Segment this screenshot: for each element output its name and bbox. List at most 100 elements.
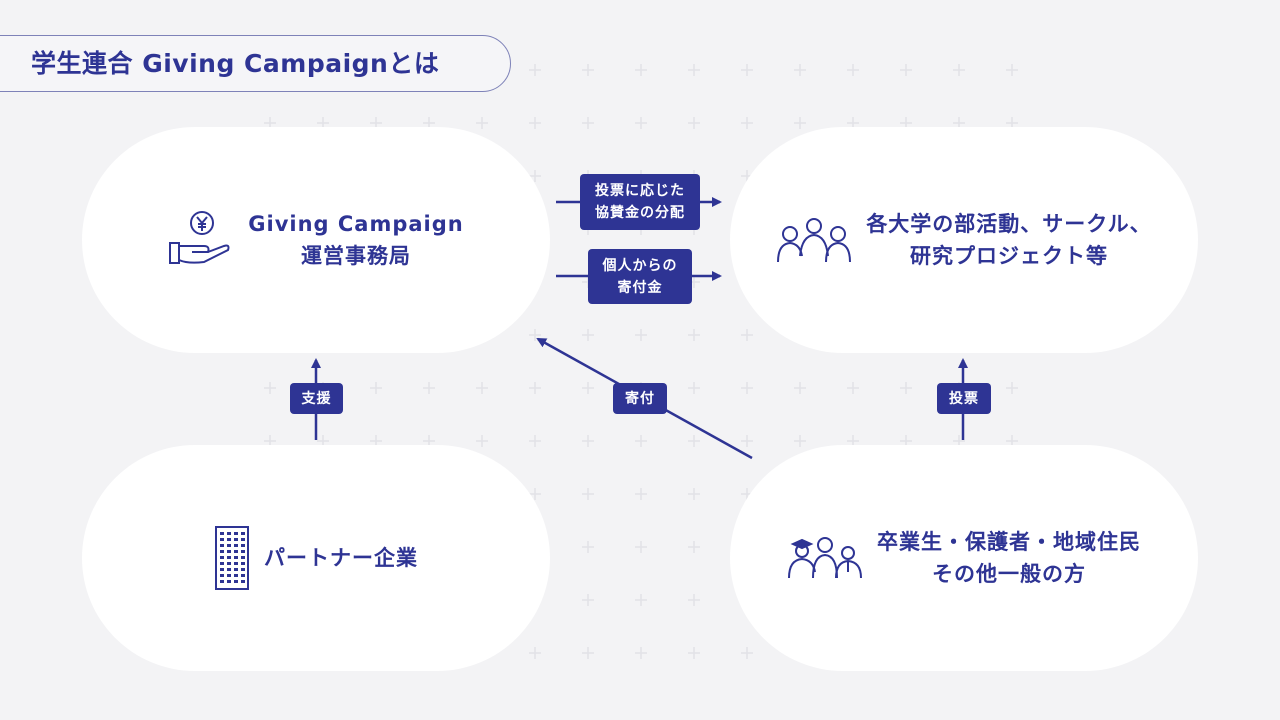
window-mark bbox=[234, 574, 238, 577]
cross-mark bbox=[688, 594, 700, 606]
cross-mark bbox=[635, 541, 647, 553]
cross-mark bbox=[476, 382, 488, 394]
cross-mark bbox=[741, 435, 753, 447]
cross-mark bbox=[1006, 382, 1018, 394]
cross-mark bbox=[423, 382, 435, 394]
cross-mark bbox=[794, 64, 806, 76]
window-mark bbox=[220, 574, 224, 577]
cross-mark bbox=[529, 382, 541, 394]
cross-mark bbox=[476, 435, 488, 447]
window-mark bbox=[220, 550, 224, 553]
label-donate: 寄付 bbox=[613, 383, 667, 414]
window-mark bbox=[227, 568, 231, 571]
cross-mark bbox=[582, 435, 594, 447]
cross-mark bbox=[529, 647, 541, 659]
window-mark bbox=[220, 544, 224, 547]
distribution-line1: 投票に応じた bbox=[595, 183, 685, 199]
clubs-line2: 研究プロジェクト等 bbox=[910, 244, 1108, 268]
public-line1: 卒業生・保護者・地域住民 bbox=[877, 530, 1141, 554]
window-mark bbox=[220, 538, 224, 541]
window-mark bbox=[227, 532, 231, 535]
window-mark bbox=[234, 544, 238, 547]
cross-mark bbox=[264, 382, 276, 394]
cross-mark bbox=[635, 488, 647, 500]
window-mark bbox=[241, 574, 245, 577]
cross-mark bbox=[635, 435, 647, 447]
donation-money-line2: 寄付金 bbox=[617, 279, 663, 296]
node-partners: パートナー企業 bbox=[82, 445, 550, 671]
window-mark bbox=[241, 568, 245, 571]
cross-mark bbox=[529, 64, 541, 76]
cross-mark bbox=[900, 382, 912, 394]
window-mark bbox=[220, 568, 224, 571]
window-mark bbox=[241, 550, 245, 553]
window-mark bbox=[227, 544, 231, 547]
cross-mark bbox=[529, 329, 541, 341]
label-vote: 投票 bbox=[937, 383, 991, 414]
cross-mark bbox=[635, 329, 647, 341]
window-mark bbox=[227, 538, 231, 541]
cross-mark bbox=[688, 117, 700, 129]
cross-mark bbox=[688, 64, 700, 76]
cross-mark bbox=[741, 64, 753, 76]
cross-mark bbox=[582, 594, 594, 606]
window-mark bbox=[241, 538, 245, 541]
window-mark bbox=[241, 532, 245, 535]
window-mark bbox=[241, 580, 245, 583]
distribution-line2: 協賛金の分配 bbox=[595, 205, 685, 221]
hand-yen-icon bbox=[169, 211, 230, 264]
window-mark bbox=[220, 532, 224, 535]
people-graduate-icon bbox=[788, 537, 862, 579]
cross-mark bbox=[635, 594, 647, 606]
cross-mark bbox=[1006, 64, 1018, 76]
cross-mark bbox=[635, 647, 647, 659]
cross-mark bbox=[582, 382, 594, 394]
partners-label: パートナー企業 bbox=[264, 546, 418, 570]
window-mark bbox=[227, 580, 231, 583]
cross-mark bbox=[741, 329, 753, 341]
window-mark bbox=[241, 556, 245, 559]
node-clubs: 各大学の部活動、サークル、研究プロジェクト等 bbox=[730, 127, 1198, 353]
window-mark bbox=[234, 580, 238, 583]
cross-mark bbox=[741, 117, 753, 129]
window-mark bbox=[220, 556, 224, 559]
page-title: 学生連合 Giving Campaignとは bbox=[0, 35, 511, 92]
window-mark bbox=[234, 562, 238, 565]
cross-mark bbox=[953, 64, 965, 76]
window-mark bbox=[220, 562, 224, 565]
window-mark bbox=[227, 550, 231, 553]
cross-mark bbox=[688, 541, 700, 553]
window-mark bbox=[241, 544, 245, 547]
label-support: 支援 bbox=[290, 383, 343, 414]
cross-mark bbox=[900, 64, 912, 76]
cross-mark bbox=[688, 329, 700, 341]
cross-mark bbox=[847, 64, 859, 76]
cross-mark bbox=[582, 64, 594, 76]
group-people-icon bbox=[777, 218, 852, 263]
cross-mark bbox=[582, 329, 594, 341]
cross-mark bbox=[794, 117, 806, 129]
cross-mark bbox=[794, 435, 806, 447]
cross-mark bbox=[370, 382, 382, 394]
cross-mark bbox=[688, 647, 700, 659]
label-distribution: 投票に応じた協賛金の分配 bbox=[580, 174, 700, 230]
cross-mark bbox=[635, 64, 647, 76]
window-mark bbox=[241, 562, 245, 565]
office-name-line2: 運営事務局 bbox=[301, 244, 411, 268]
cross-mark bbox=[688, 488, 700, 500]
window-mark bbox=[234, 568, 238, 571]
cross-mark bbox=[476, 117, 488, 129]
building-icon bbox=[215, 526, 249, 590]
label-donation-money: 個人からの寄付金 bbox=[588, 249, 692, 304]
node-public: 卒業生・保護者・地域住民その他一般の方 bbox=[730, 445, 1198, 671]
cross-mark bbox=[529, 117, 541, 129]
cross-mark bbox=[529, 435, 541, 447]
cross-mark bbox=[741, 647, 753, 659]
window-mark bbox=[227, 562, 231, 565]
cross-mark bbox=[688, 435, 700, 447]
office-name-line1: Giving Campaign bbox=[248, 212, 464, 236]
public-line2: その他一般の方 bbox=[932, 562, 1086, 586]
cross-mark bbox=[847, 382, 859, 394]
donation-money-line1: 個人からの bbox=[602, 257, 678, 274]
window-mark bbox=[220, 580, 224, 583]
